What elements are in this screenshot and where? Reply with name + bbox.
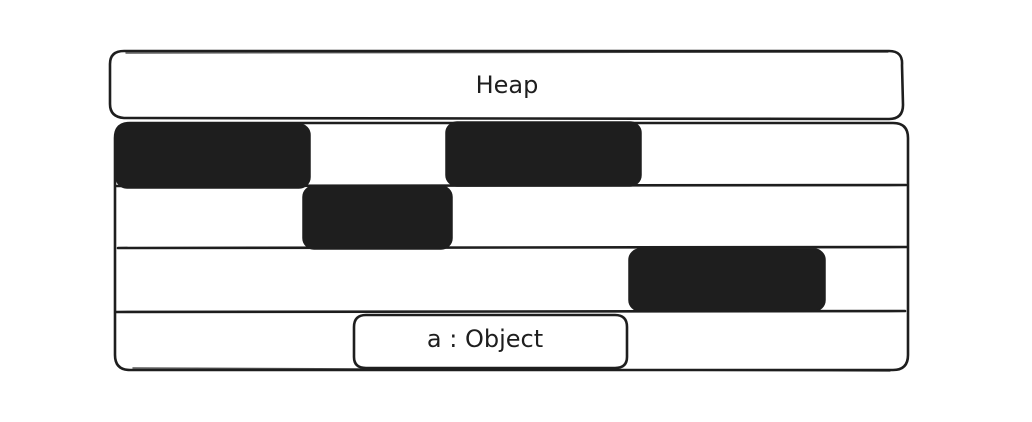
heap-header-border bbox=[108, 49, 905, 121]
row-separator-2 bbox=[116, 245, 909, 250]
memory-block-1 bbox=[115, 123, 311, 189]
heap-body-sketch-line bbox=[132, 367, 891, 372]
object-box-border bbox=[352, 313, 629, 370]
heap-header: Heap bbox=[108, 49, 905, 121]
object-label: a : Object bbox=[427, 325, 543, 353]
memory-block-3 bbox=[302, 185, 453, 250]
object-box: a : Object bbox=[352, 313, 629, 370]
memory-block-2 bbox=[445, 121, 642, 187]
heap-title: Heap bbox=[476, 71, 539, 99]
heap-header-sketch-line bbox=[125, 51, 889, 54]
memory-block-4 bbox=[628, 248, 826, 312]
memory-blocks bbox=[115, 121, 826, 312]
